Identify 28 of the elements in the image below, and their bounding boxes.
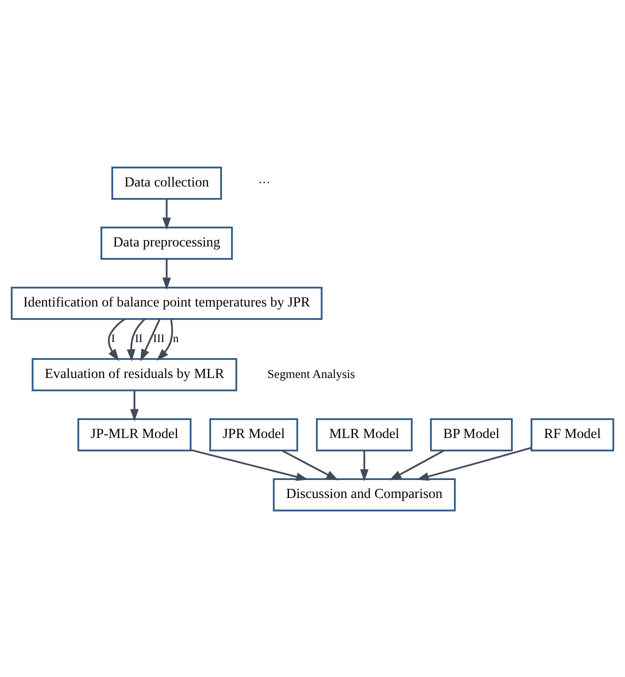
arrow	[282, 449, 338, 480]
arrow	[108, 318, 126, 361]
edge-label: II	[135, 332, 143, 344]
arrow	[162, 258, 171, 290]
arrow	[140, 318, 160, 361]
node-box: JP-MLR Model	[77, 418, 192, 451]
node-box: RF Model	[530, 418, 614, 451]
node-box: Data preprocessing	[100, 226, 233, 260]
arrow	[130, 390, 139, 421]
node-box: Data collection	[111, 166, 222, 200]
node-box: Evaluation of residuals by MLR	[32, 358, 238, 391]
edge-label: III	[153, 332, 164, 344]
label: ···	[258, 174, 270, 189]
arrow	[190, 448, 308, 480]
node-box: MLR Model	[316, 418, 413, 451]
edge-label: n	[172, 332, 179, 344]
arrow	[126, 318, 146, 361]
edge-label: I	[111, 332, 116, 344]
arrow	[156, 318, 174, 360]
node-box: Identification of balance point temperatures by JPR	[10, 286, 322, 320]
node-box: Discussion and Comparison	[272, 478, 456, 511]
node-box: BP Model	[430, 418, 513, 451]
node-box: JPR Model	[209, 418, 298, 451]
arrow	[162, 198, 171, 230]
arrow	[360, 450, 369, 481]
label: Segment Analysis	[267, 366, 355, 380]
arrow	[416, 446, 532, 480]
arrow	[389, 449, 444, 480]
